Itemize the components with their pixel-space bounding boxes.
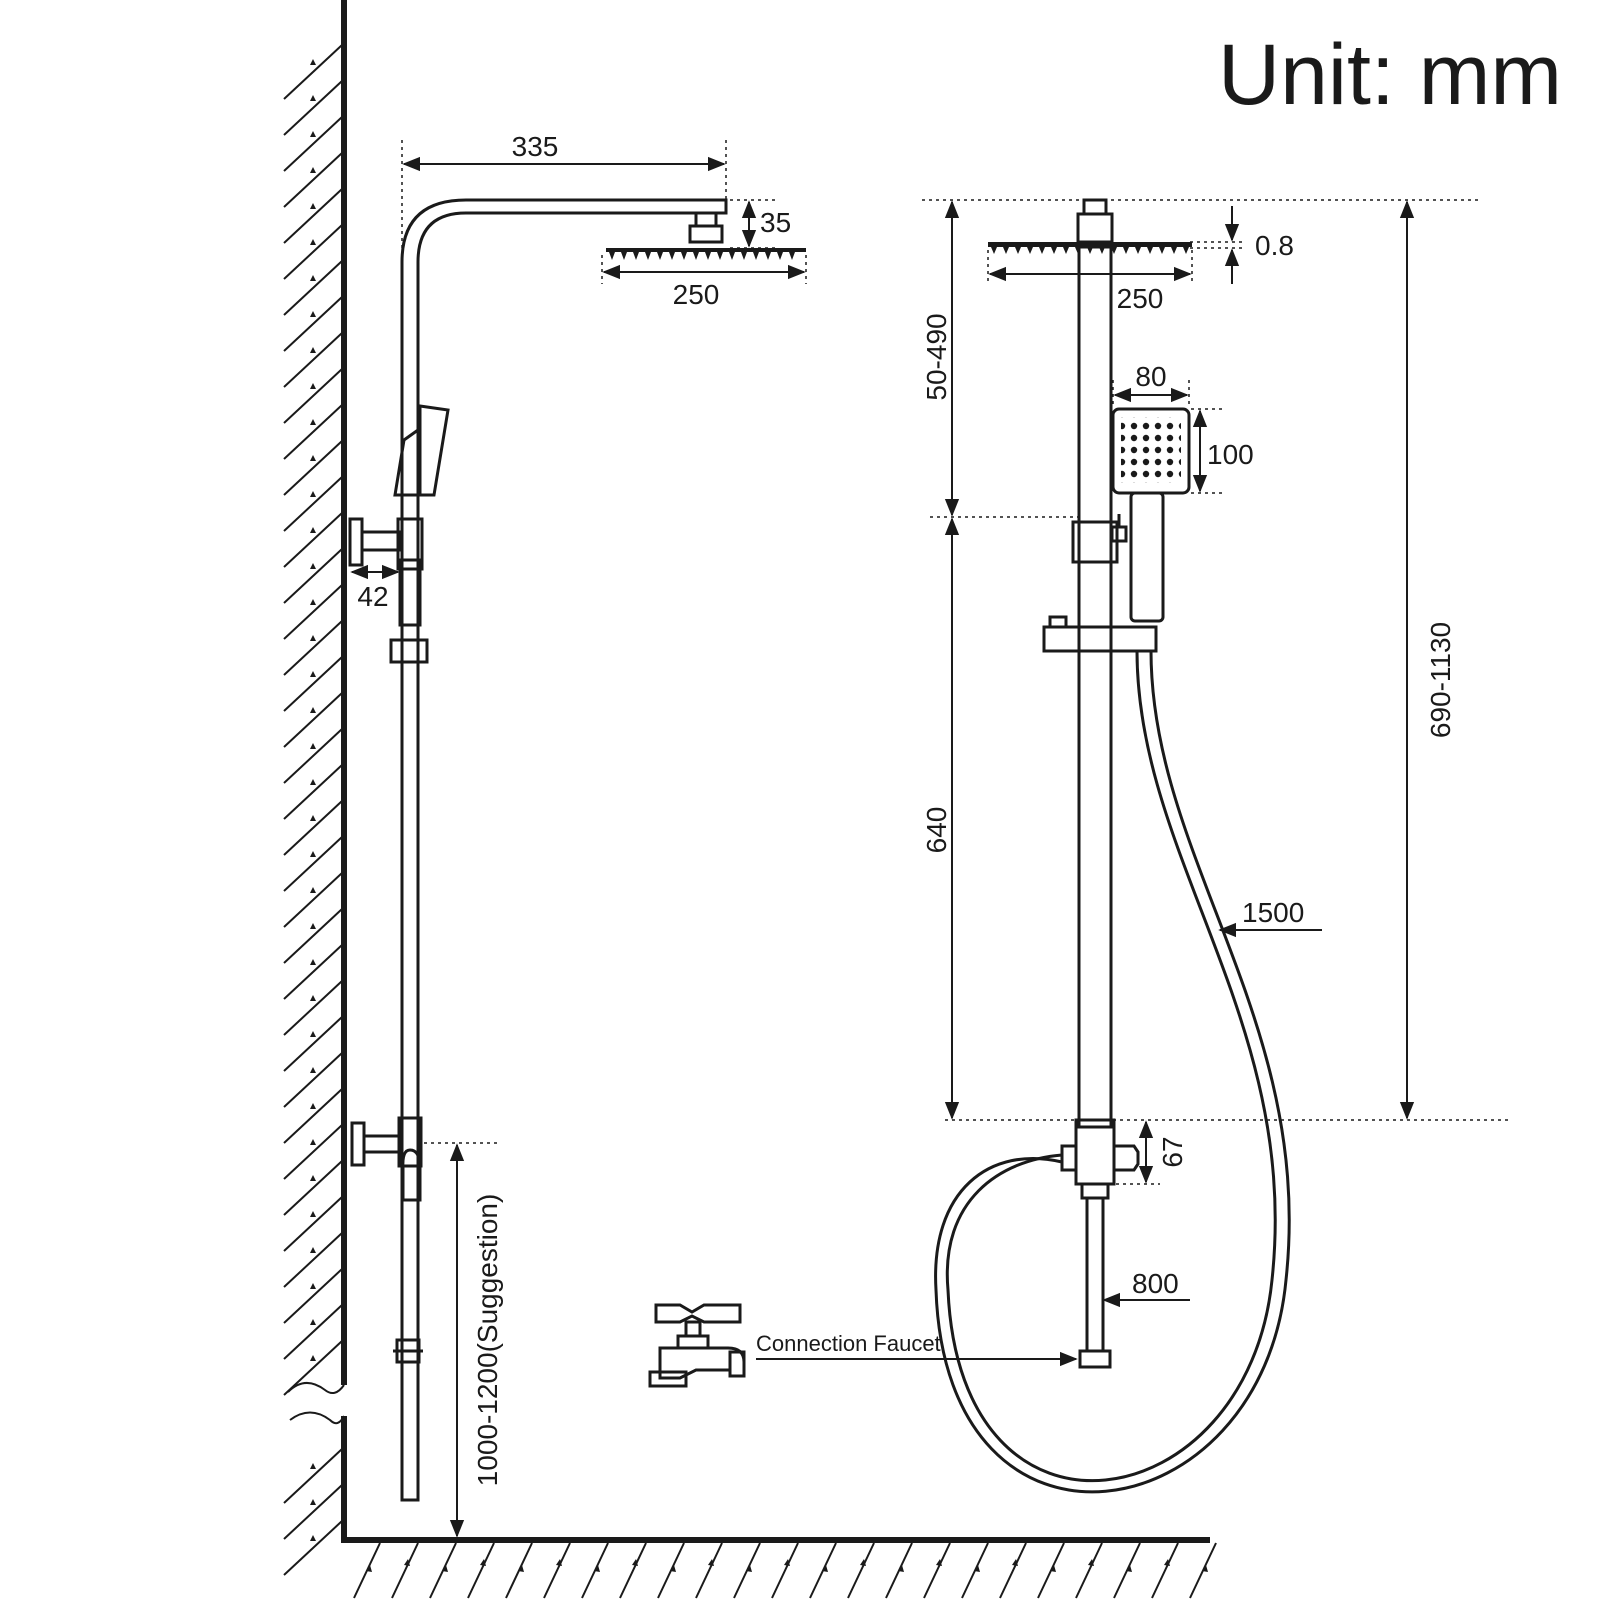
wall-offset-label: 42	[357, 581, 388, 612]
wall	[283, 0, 347, 1576]
side-hand-shower	[418, 404, 450, 497]
upper-wall-bracket	[348, 517, 364, 567]
front-dim-total: 690-1130	[922, 199, 1510, 1121]
front-dim-bar: 640	[921, 517, 960, 1120]
side-head-width-label: 250	[673, 279, 720, 310]
faucet-callout: Connection Faucet	[756, 1331, 1078, 1367]
arm-range-label: 50-490	[921, 313, 952, 400]
diverter-valve	[1074, 1118, 1116, 1186]
side-dim-head-width: 250	[601, 255, 807, 310]
floor	[341, 1537, 1217, 1599]
bar-length-label: 640	[921, 807, 952, 854]
lower-wall-bracket	[350, 1121, 366, 1167]
total-height-label: 690-1130	[1425, 622, 1456, 738]
side-dim-head-thickness: 35	[730, 199, 791, 249]
side-rain-head	[606, 248, 806, 252]
front-hand-shower-handle	[1129, 491, 1165, 623]
faucet-label: Connection Faucet	[756, 1331, 941, 1356]
front-dim-head-width: 250	[987, 250, 1193, 314]
head-thickness-label: 35	[760, 207, 791, 238]
side-slider	[389, 638, 429, 664]
side-dim-wall-offset: 42	[350, 564, 400, 612]
faucet-icon	[648, 1303, 746, 1388]
front-head-width-label: 250	[1117, 283, 1164, 314]
diverter-height-label: 67	[1157, 1136, 1188, 1167]
side-view	[348, 198, 806, 1502]
connection-hose-label: 800	[1132, 1268, 1179, 1299]
side-dim-arm: 335	[401, 131, 727, 250]
front-view	[648, 198, 1291, 1494]
side-dim-height: 1000-1200(Suggestion)	[424, 1142, 503, 1539]
front-dim-arm-range: 50-490	[921, 200, 1080, 518]
connection-hose	[1085, 1196, 1105, 1353]
flexible-hose-outer	[945, 650, 1277, 1483]
flexible-hose-inner	[934, 650, 1291, 1494]
front-dim-hose: 1500	[1218, 897, 1322, 938]
unit-label: Unit: mm	[1218, 27, 1562, 123]
front-dim-connection-hose: 800	[1102, 1268, 1190, 1308]
front-dim-diverter: 67	[1116, 1120, 1188, 1185]
hand-width-label: 80	[1135, 361, 1166, 392]
front-dim-head-thickness: 0.8	[1190, 206, 1294, 284]
front-rain-head	[988, 242, 1192, 247]
front-slider-shelf	[1042, 625, 1158, 653]
hose-length-label: 1500	[1242, 897, 1304, 928]
arm-length-label: 335	[512, 131, 559, 162]
front-head-thickness-label: 0.8	[1255, 230, 1294, 261]
front-dim-hand-width: 80	[1112, 361, 1190, 407]
front-dim-hand-height: 100	[1191, 408, 1254, 494]
height-suggestion-label: 1000-1200(Suggestion)	[472, 1194, 503, 1487]
front-riser-pipe	[1077, 245, 1113, 1129]
hand-height-label: 100	[1207, 439, 1254, 470]
side-riser-pipe	[400, 198, 728, 1502]
